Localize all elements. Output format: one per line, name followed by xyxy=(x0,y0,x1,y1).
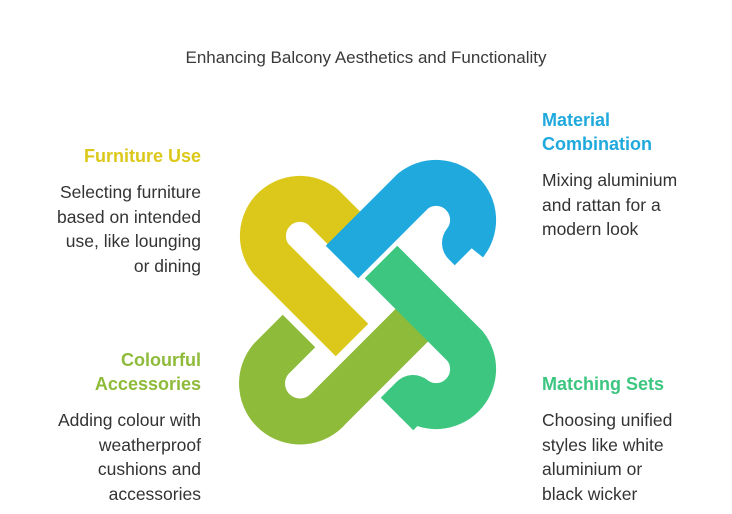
colourful-accessories-link xyxy=(239,306,431,445)
description-line: styles like white xyxy=(542,434,664,455)
material-combination-description: Mixing aluminium and rattan for a modern… xyxy=(542,168,677,242)
furniture-use-description: Selecting furniture based on intended us… xyxy=(57,180,201,278)
matching-sets-description: Choosing unified styles like white alumi… xyxy=(542,408,672,506)
furniture-use-link xyxy=(239,175,369,357)
matching-sets-link xyxy=(364,245,497,431)
description-line: and rattan for a xyxy=(542,194,661,215)
description-line: modern look xyxy=(542,219,639,239)
description-line: Choosing unified xyxy=(542,410,673,430)
description-line: cushions and xyxy=(97,459,201,479)
description-line: based on intended xyxy=(56,206,201,227)
description-line: Selecting furniture xyxy=(59,182,201,202)
description-line: Mixing aluminium xyxy=(542,170,678,190)
furniture-use-heading: Furniture Use xyxy=(83,146,201,166)
description-line: weatherproof xyxy=(98,434,201,455)
heading-line: Accessories xyxy=(94,374,201,394)
description-line: accessories xyxy=(108,483,201,504)
diagram-title: Enhancing Balcony Aesthetics and Functio… xyxy=(185,48,547,67)
description-line: Adding colour with xyxy=(58,410,201,430)
description-line: or dining xyxy=(133,255,201,276)
colourful-accessories-heading: Colourful Accessories xyxy=(95,348,201,396)
description-line: use, like lounging xyxy=(65,231,201,251)
material-combination-link xyxy=(325,159,497,279)
description-line: aluminium or xyxy=(542,459,643,479)
heading-line: Material xyxy=(542,110,611,130)
matching-sets-heading: Matching Sets xyxy=(542,374,665,394)
material-combination-heading: Material Combination xyxy=(542,108,652,156)
description-line: black wicker xyxy=(542,483,638,504)
heading-line: Combination xyxy=(542,134,652,154)
colourful-accessories-description: Adding colour with weatherproof cushions… xyxy=(58,408,201,506)
heading-line: Colourful xyxy=(121,350,201,370)
